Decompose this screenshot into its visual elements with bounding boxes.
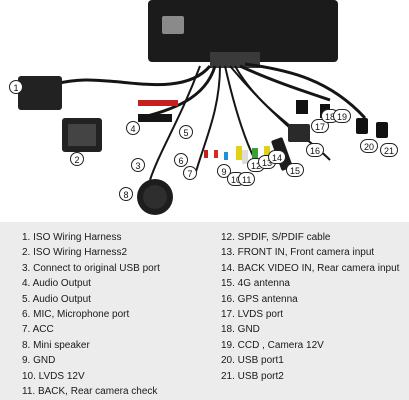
callout-21: 21 bbox=[380, 143, 399, 157]
callout-11: 11 bbox=[238, 172, 256, 186]
callout-7: 7 bbox=[183, 166, 197, 180]
callout-20: 20 bbox=[360, 139, 379, 153]
iso-connector-1 bbox=[18, 76, 62, 110]
legend-item: 7. ACC bbox=[22, 324, 54, 336]
legend-item: 5. Audio Output bbox=[22, 293, 91, 305]
legend-item: 15. 4G antenna bbox=[221, 278, 290, 290]
legend-item: 13. FRONT IN, Front camera input bbox=[221, 247, 375, 259]
legend-item: 17. LVDS port bbox=[221, 308, 284, 320]
legend-column-right: 12. SPDIF, S/PDIF cable 13. FRONT IN, Fr… bbox=[221, 230, 399, 384]
legend-item: 3. Connect to original USB port bbox=[22, 262, 160, 274]
legend-item: 8. Mini speaker bbox=[22, 339, 90, 351]
callout-15: 15 bbox=[286, 163, 305, 177]
legend-item: 11. BACK, Rear camera check bbox=[22, 385, 158, 397]
legend-item: 12. SPDIF, S/PDIF cable bbox=[221, 232, 331, 243]
legend-item: 16. GPS antenna bbox=[221, 293, 298, 305]
legend-item: 21. USB port2 bbox=[221, 370, 284, 382]
legend-item: 2. ISO Wiring Harness2 bbox=[22, 247, 128, 259]
callout-1: 1 bbox=[9, 80, 23, 94]
legend-item: 9. GND bbox=[22, 355, 56, 367]
legend-item: 18. GND bbox=[221, 324, 260, 336]
legend-item: 14. BACK VIDEO IN, Rear camera input bbox=[221, 262, 400, 274]
legend-item: 20. USB port1 bbox=[221, 355, 284, 367]
legend-item: 1. ISO Wiring Harness bbox=[22, 232, 122, 243]
callout-16: 16 bbox=[306, 143, 325, 157]
product-photo: 1 2 3 4 5 6 7 8 9 10 11 12 13 14 15 16 1… bbox=[9, 0, 399, 215]
legend-item: 10. LVDS 12V bbox=[22, 370, 85, 382]
legend-item: 6. MIC, Microphone port bbox=[22, 308, 130, 320]
legend-column-left: 1. ISO Wiring Harness 2. ISO Wiring Harn… bbox=[22, 230, 160, 399]
callout-3: 3 bbox=[131, 158, 145, 172]
head-unit bbox=[148, 0, 338, 62]
callout-14: 14 bbox=[268, 150, 287, 164]
legend-panel: 1. ISO Wiring Harness 2. ISO Wiring Harn… bbox=[0, 222, 409, 400]
legend-item: 19. CCD , Camera 12V bbox=[221, 339, 324, 351]
callout-2: 2 bbox=[70, 152, 84, 166]
callout-6: 6 bbox=[174, 153, 188, 167]
legend-item: 4. Audio Output bbox=[22, 278, 91, 290]
callout-4: 4 bbox=[126, 121, 140, 135]
gps-antenna bbox=[288, 124, 310, 142]
callout-8: 8 bbox=[119, 187, 133, 201]
callout-5: 5 bbox=[179, 125, 193, 139]
callout-19: 19 bbox=[333, 109, 352, 123]
